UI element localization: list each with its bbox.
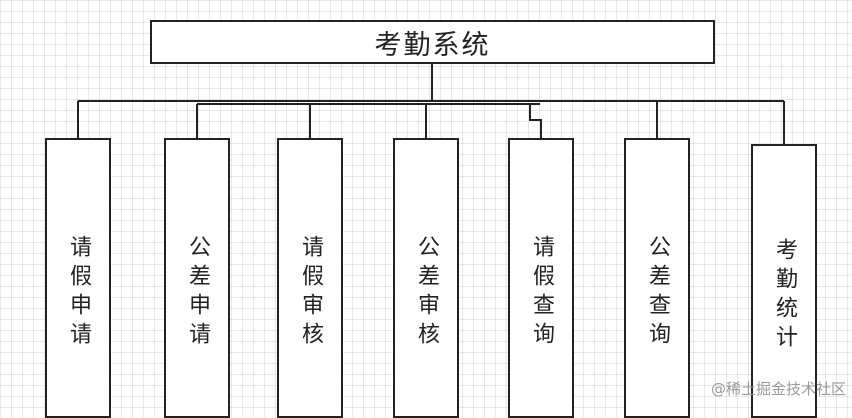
- module-node-m4: 公差审核: [393, 138, 459, 418]
- module-label: 公差审核: [414, 235, 439, 351]
- module-node-m2: 公差申请: [164, 138, 230, 418]
- module-node-m6: 公差查询: [624, 138, 690, 418]
- drop-line-m5: [529, 104, 542, 138]
- module-label: 公差查询: [645, 235, 670, 351]
- watermark-text: @稀土掘金技术社区: [710, 380, 846, 398]
- root-node-label: 考勤系统: [374, 29, 491, 61]
- module-label: 请假审核: [298, 235, 323, 351]
- module-node-m5: 请假查询: [508, 138, 574, 418]
- root-node: 考勤系统: [150, 20, 715, 64]
- module-label: 请假申请: [66, 235, 91, 351]
- module-node-m1: 请假申请: [45, 138, 111, 418]
- module-node-m3: 请假审核: [277, 138, 343, 418]
- module-label: 公差申请: [185, 235, 210, 351]
- module-node-m7: 考勤统计: [751, 144, 817, 418]
- connector-lines: [77, 64, 785, 144]
- module-label: 请假查询: [529, 235, 554, 351]
- module-label: 考勤统计: [772, 238, 797, 354]
